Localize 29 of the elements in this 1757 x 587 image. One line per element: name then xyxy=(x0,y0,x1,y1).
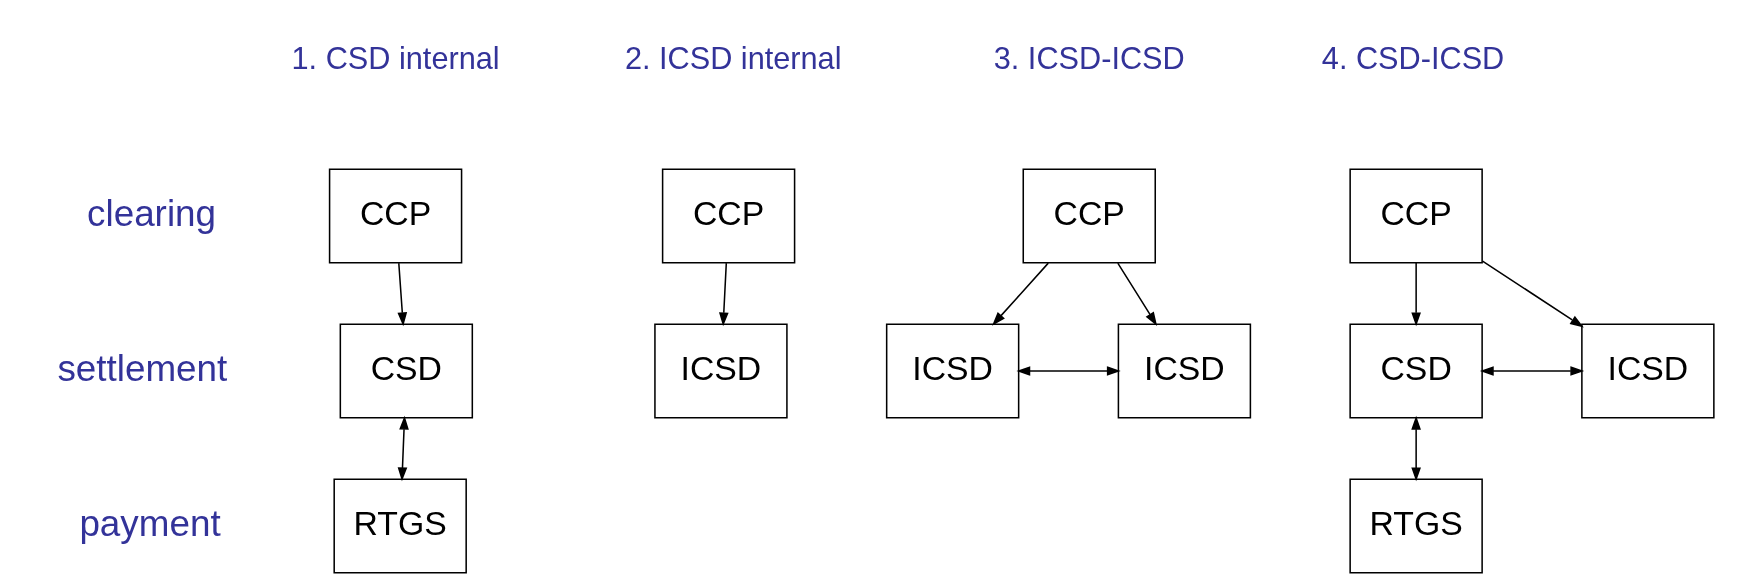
label: 2. ICSD internal xyxy=(624,40,842,76)
label: 3. ICSD-ICSD xyxy=(993,40,1185,76)
node-box: ICSD xyxy=(885,323,1019,419)
node-box: ICSD xyxy=(653,323,788,419)
label: clearing xyxy=(86,192,216,234)
arrow xyxy=(991,262,1049,326)
node-box: ICSD xyxy=(1580,323,1715,419)
node-box: CCP xyxy=(1348,168,1483,264)
node-box: CCP xyxy=(328,168,462,264)
node-box: RTGS xyxy=(1348,478,1483,574)
arrow xyxy=(718,262,729,327)
arrow xyxy=(1116,262,1157,326)
arrow xyxy=(397,415,409,482)
node-box: CCP xyxy=(661,168,795,264)
arrow xyxy=(1015,366,1121,376)
arrow xyxy=(396,262,407,327)
label: payment xyxy=(78,502,221,544)
label: settlement xyxy=(56,347,227,389)
arrow xyxy=(1481,260,1584,328)
node-box: RTGS xyxy=(332,478,467,574)
label: 1. CSD internal xyxy=(291,40,500,76)
label: 4. CSD-ICSD xyxy=(1321,40,1504,76)
node-box: CCP xyxy=(1022,168,1156,264)
arrow xyxy=(1410,415,1421,482)
arrow xyxy=(1479,366,1584,376)
node-box: CSD xyxy=(1348,323,1483,419)
node-box: CSD xyxy=(339,323,473,419)
node-box: ICSD xyxy=(1117,323,1251,419)
arrow xyxy=(1410,262,1421,327)
